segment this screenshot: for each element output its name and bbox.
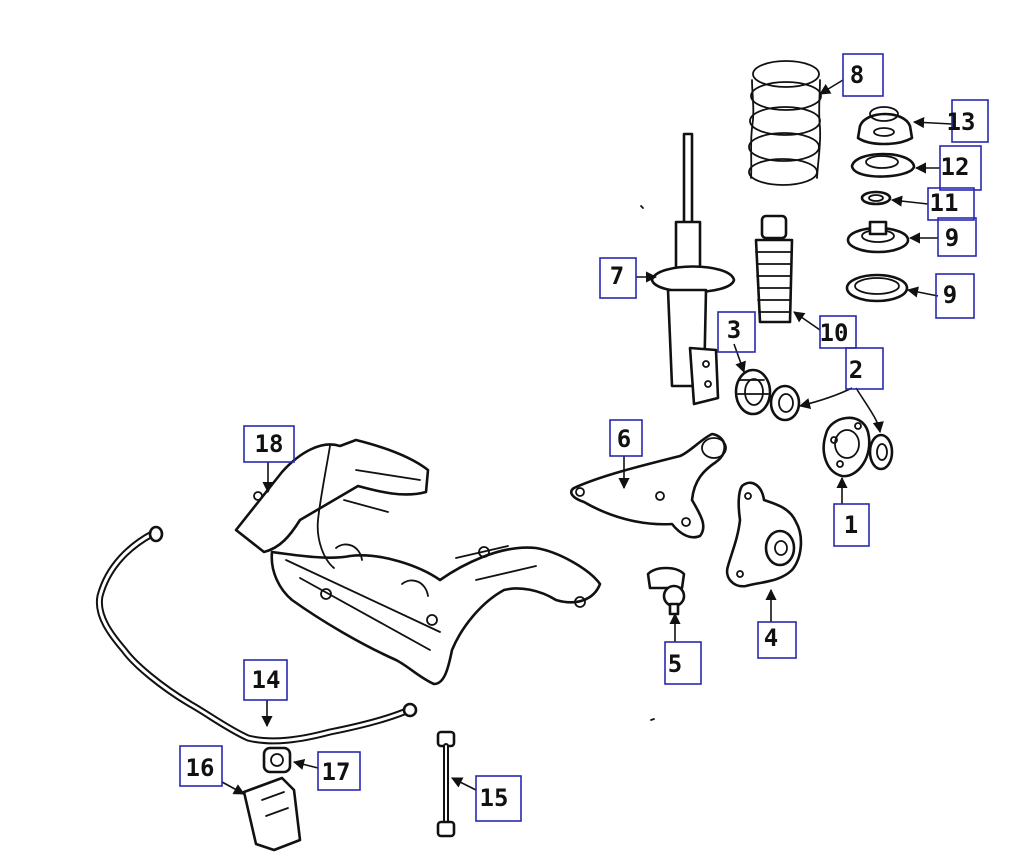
svg-text:14: 14 bbox=[252, 666, 281, 694]
callout-15: 15 bbox=[475, 775, 522, 822]
svg-text:15: 15 bbox=[480, 784, 509, 812]
stabilizer-link-part bbox=[436, 730, 456, 838]
callout-6: 6 bbox=[609, 419, 643, 457]
coil-spring-part bbox=[748, 60, 822, 186]
svg-text:5: 5 bbox=[668, 650, 682, 678]
wheel-hub-part bbox=[822, 416, 894, 478]
svg-text:9: 9 bbox=[945, 224, 959, 252]
callout-3: 3 bbox=[717, 311, 756, 353]
callout-7: 7 bbox=[599, 257, 637, 299]
svg-text:3: 3 bbox=[727, 316, 741, 344]
stray-mark bbox=[640, 205, 644, 209]
svg-text:10: 10 bbox=[820, 319, 849, 347]
stabilizer-bar-part bbox=[95, 525, 418, 745]
svg-text:17: 17 bbox=[322, 758, 351, 786]
callout-10: 10 bbox=[819, 315, 857, 349]
svg-text:16: 16 bbox=[186, 754, 215, 782]
stabilizer-bushing-part bbox=[262, 746, 292, 774]
strut-bearing-lower-part bbox=[845, 273, 909, 303]
ball-joint-part bbox=[646, 566, 686, 616]
callout-9-lower: 9 bbox=[935, 273, 975, 319]
washer-part bbox=[860, 190, 892, 206]
callout-9-upper: 9 bbox=[937, 217, 977, 257]
callout-12: 12 bbox=[939, 145, 982, 191]
wheel-bearing-part bbox=[769, 384, 801, 422]
callout-11: 11 bbox=[927, 187, 975, 221]
svg-text:13: 13 bbox=[947, 108, 976, 136]
strut-assembly-part bbox=[650, 132, 736, 406]
callout-2: 2 bbox=[845, 347, 884, 390]
spring-seat-part bbox=[850, 152, 916, 178]
svg-text:12: 12 bbox=[941, 153, 970, 181]
callout-17: 17 bbox=[317, 751, 361, 791]
svg-text:9: 9 bbox=[943, 281, 957, 309]
lower-control-arm-part bbox=[570, 432, 727, 539]
crossmember-subframe-part bbox=[234, 438, 602, 686]
upper-strut-mount-part bbox=[856, 106, 914, 146]
leader-lines bbox=[221, 79, 953, 795]
svg-text:7: 7 bbox=[610, 262, 624, 290]
callout-5: 5 bbox=[664, 641, 702, 685]
svg-text:11: 11 bbox=[930, 189, 959, 217]
svg-text:2: 2 bbox=[849, 356, 863, 384]
strut-bearing-upper-part bbox=[846, 220, 910, 254]
svg-text:4: 4 bbox=[764, 624, 778, 652]
callout-13: 13 bbox=[947, 99, 989, 143]
svg-text:8: 8 bbox=[850, 61, 864, 89]
svg-text:18: 18 bbox=[255, 430, 284, 458]
callout-16: 16 bbox=[179, 745, 223, 787]
steering-knuckle-part bbox=[725, 481, 803, 588]
dust-boot-part bbox=[754, 214, 794, 324]
callout-1: 1 bbox=[833, 503, 870, 547]
stray-mark bbox=[650, 718, 655, 721]
callout-18: 18 bbox=[243, 425, 295, 463]
callout-4: 4 bbox=[757, 621, 797, 659]
callout-14: 14 bbox=[243, 659, 288, 701]
svg-text:6: 6 bbox=[617, 425, 631, 453]
svg-text:1: 1 bbox=[844, 511, 858, 539]
spring-insulator-part bbox=[734, 368, 772, 416]
callout-8: 8 bbox=[842, 53, 884, 97]
stabilizer-bracket-part bbox=[242, 776, 302, 852]
